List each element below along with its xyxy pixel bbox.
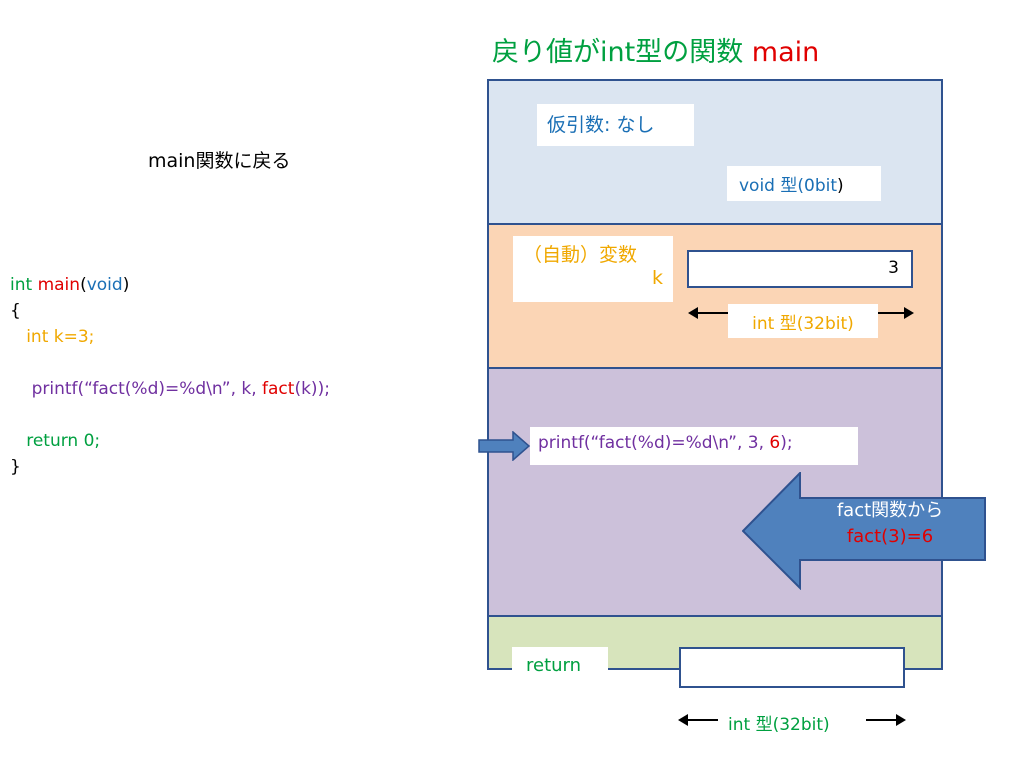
return-label: return <box>512 647 608 687</box>
params-label: 仮引数: なし <box>537 104 694 146</box>
from-fact-label: fact関数から fact(3)=6 <box>810 498 970 550</box>
return-value-arrow-icon <box>742 472 986 590</box>
int-32bit-label: int 型(32bit) <box>728 304 878 338</box>
code-blank-line-2 <box>10 402 330 428</box>
var-name-k: k <box>651 267 663 289</box>
code-int-keyword: int <box>10 275 38 295</box>
return-value-box <box>679 647 905 688</box>
code-blank-line <box>10 350 330 376</box>
printf-pre: printf(“fact(%d)=%d\n”, 3, <box>538 433 770 453</box>
double-arrow-icon <box>688 307 914 319</box>
params-section <box>489 81 941 225</box>
body-section <box>489 369 941 617</box>
from-fact-text: fact関数から <box>836 500 944 521</box>
void-type-text: void 型(0bit <box>739 176 838 196</box>
printf-post: ); <box>780 433 793 453</box>
current-line-arrow-icon <box>478 431 530 461</box>
double-arrow-icon-return <box>678 714 906 726</box>
code-line-4: printf(“fact(%d)=%d\n”, k, fact(k)); <box>10 376 330 402</box>
code-fact-call: fact <box>262 379 295 399</box>
code-line-6: } <box>10 457 21 477</box>
code-paren-open: ( <box>80 275 87 295</box>
title-fn-name: main <box>751 37 820 68</box>
fact-result-text: fact(3)=6 <box>846 526 934 547</box>
title-text: 戻り値がint型の関数 <box>492 37 752 68</box>
void-type-label: void 型(0bit) <box>727 166 881 201</box>
diagram-title: 戻り値がint型の関数 main <box>492 30 819 69</box>
auto-var-title: （自動）変数 <box>523 244 638 266</box>
code-printf-post: (k)); <box>294 379 330 399</box>
auto-var-label: （自動）変数 k <box>513 236 673 302</box>
code-printf-pre: printf(“fact(%d)=%d\n”, k, <box>10 379 263 399</box>
code-void-param: void <box>86 275 123 295</box>
var-k-value-box: 3 <box>687 250 913 288</box>
void-type-close: ) <box>837 176 844 196</box>
return-int-32bit-label: int 型(32bit) <box>728 715 830 735</box>
code-line-1: int main(void) <box>10 272 330 298</box>
code-main-name: main <box>37 275 81 295</box>
code-line-3: int k=3; <box>10 327 95 347</box>
code-line-5: return 0; <box>10 431 101 451</box>
main-code-listing: int main(void) { int k=3; printf(“fact(%… <box>10 272 330 480</box>
code-paren-close: ) <box>122 275 130 295</box>
printf-value: 6 <box>769 433 781 453</box>
return-to-main-note: main関数に戻る <box>148 150 291 172</box>
printf-evaluated: printf(“fact(%d)=%d\n”, 3, 6); <box>530 427 858 465</box>
code-line-2: { <box>10 301 21 321</box>
